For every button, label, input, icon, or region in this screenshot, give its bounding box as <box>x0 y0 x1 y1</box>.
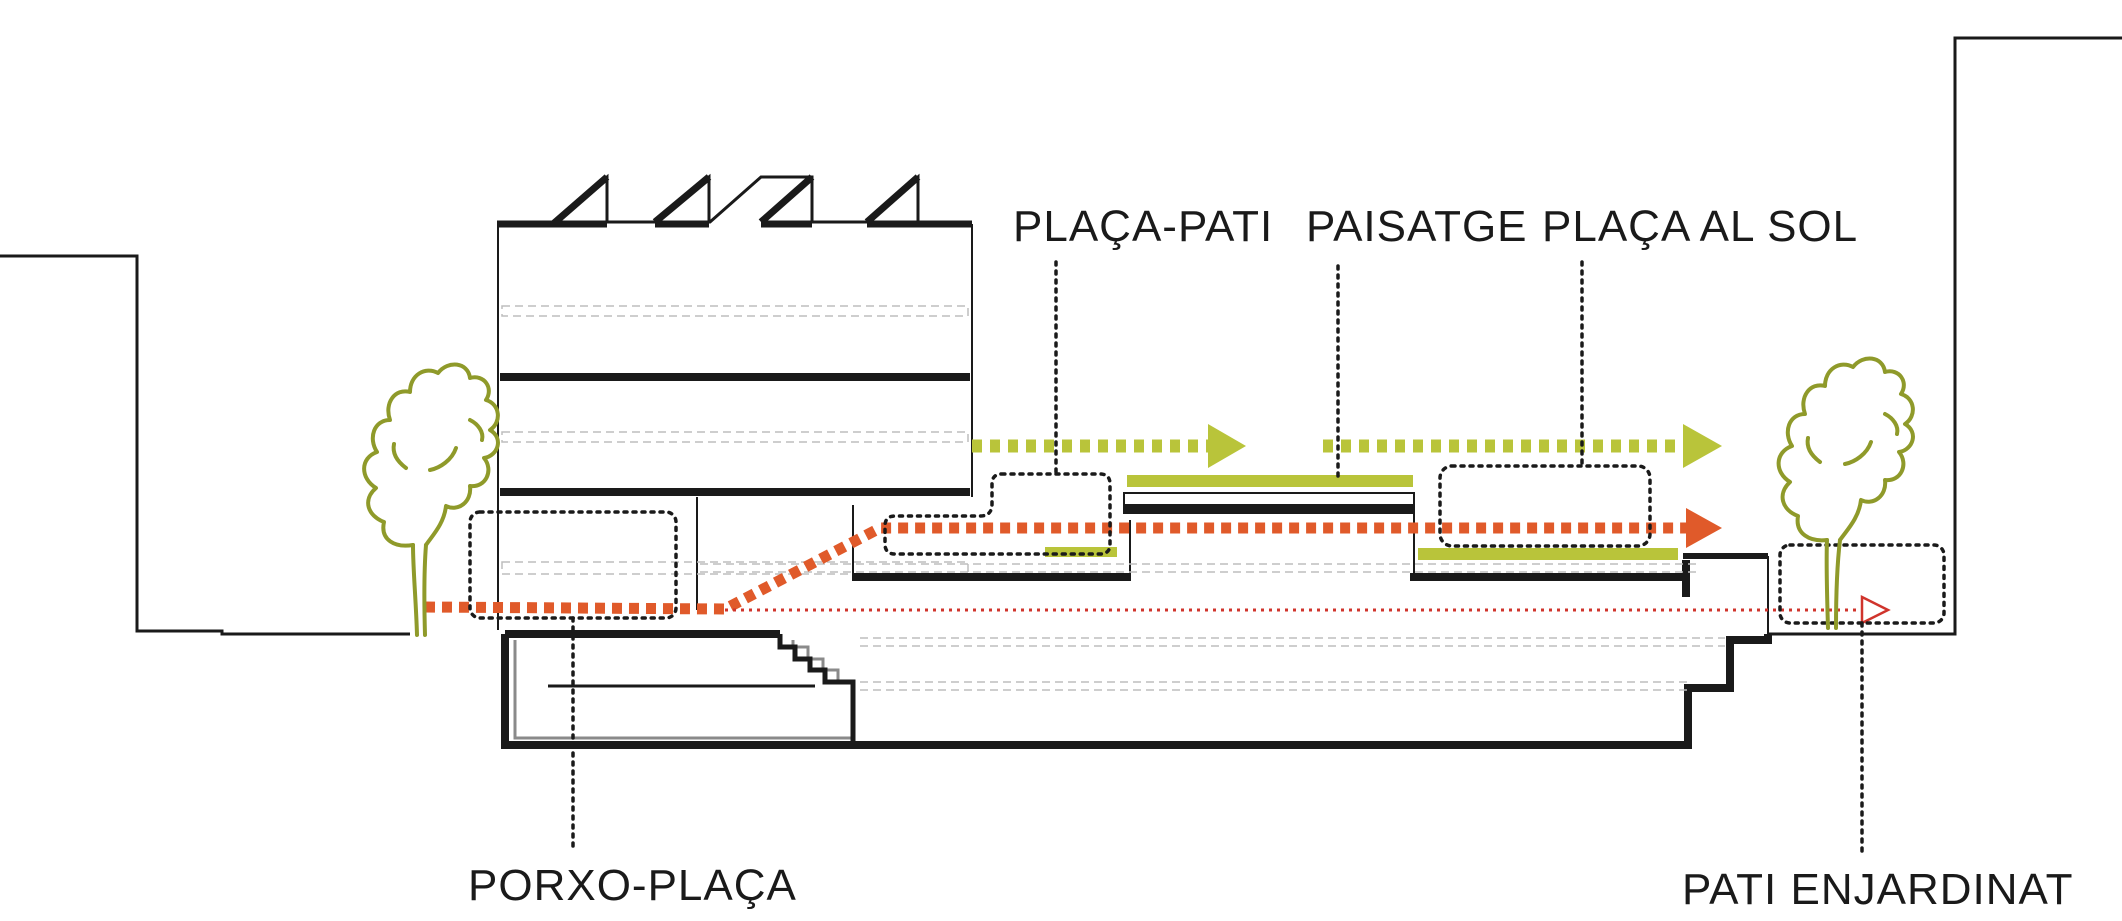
central-volumes <box>852 492 1769 635</box>
main-building <box>497 173 973 630</box>
label-placa-al-sol: PLAÇA AL SOL <box>1542 202 1858 251</box>
green-flow-arrows <box>972 424 1722 468</box>
label-paisatge: PAISATGE <box>1306 202 1528 251</box>
red-flow-arrow <box>725 594 1891 626</box>
label-porxo-placa: PORXO-PLAÇA <box>468 861 797 910</box>
arrow-head-green-2 <box>1683 424 1722 468</box>
label-placa-pati: PLAÇA-PATI <box>1013 202 1273 251</box>
arrow-head-red-outline <box>1860 594 1891 626</box>
terrain-outline-left <box>0 254 410 636</box>
zone-placa-pati <box>883 472 1112 556</box>
zone-placa-al-sol <box>1438 464 1652 548</box>
basement <box>501 563 1772 749</box>
tree-icon <box>1776 356 1915 630</box>
label-pati-enjardinat: PATI ENJARDINAT <box>1682 865 2073 914</box>
tree-icon <box>362 362 500 637</box>
arrow-head-orange <box>1686 508 1722 548</box>
arrow-head-green-1 <box>1208 424 1246 468</box>
orange-flow-arrow <box>424 508 1722 615</box>
green-surfaces <box>1045 475 1678 560</box>
leader-lines <box>571 260 1864 857</box>
